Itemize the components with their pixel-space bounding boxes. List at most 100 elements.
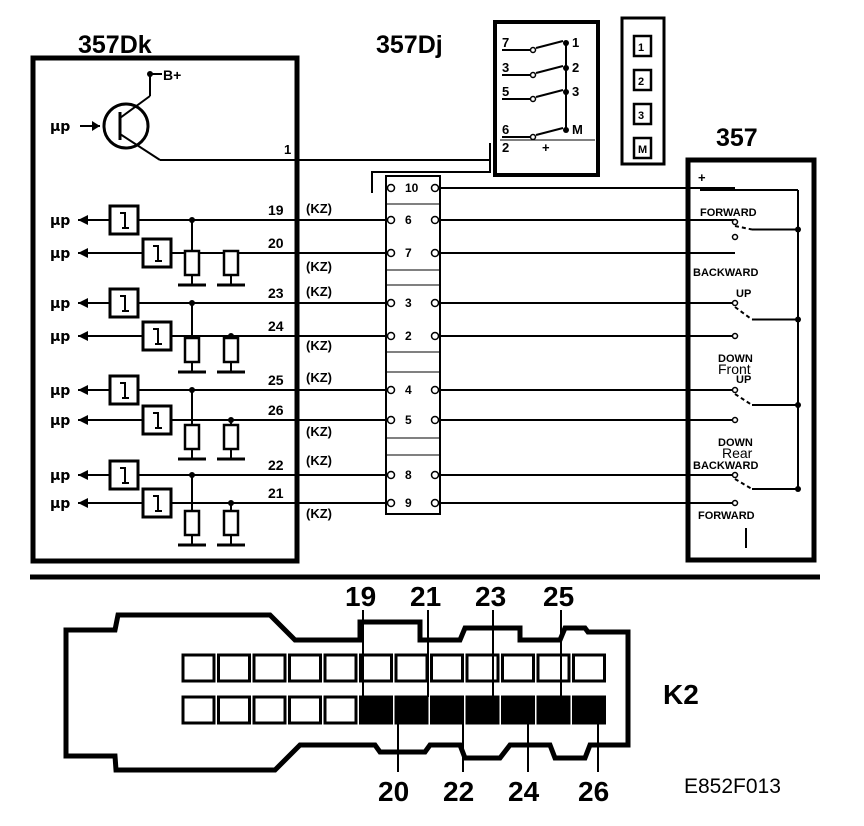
up-label: µp — [50, 296, 70, 312]
up-label: µp — [50, 246, 70, 262]
buffer-glyph — [153, 495, 162, 512]
connector-pin-right — [430, 331, 440, 341]
pin-number: 25 — [268, 372, 284, 388]
label-forward-bottom: FORWARD — [698, 510, 755, 522]
k2-cell-bottom — [217, 695, 251, 725]
row-arrow — [78, 331, 88, 341]
connector-pin-right — [430, 183, 440, 193]
switch-357-node — [795, 226, 801, 233]
connector-pin-left — [386, 298, 396, 308]
switch-contact — [529, 133, 537, 141]
pin-number: 24 — [268, 318, 284, 334]
pin-number: 23 — [268, 285, 284, 301]
k2-top-pin-number: 23 — [475, 581, 506, 612]
module-357dj-title: 357Dj — [376, 31, 443, 59]
k2-cell-active — [572, 695, 606, 725]
switch-357-blade — [734, 306, 753, 321]
module-357-plus: + — [698, 170, 706, 185]
resistor — [222, 509, 240, 537]
module-357-title: 357 — [716, 124, 758, 152]
buffer-glyph — [153, 412, 162, 429]
switch-right-label: 3 — [572, 84, 579, 99]
switch-357-contact — [731, 416, 739, 424]
resistor — [183, 423, 201, 451]
buffer-glyph — [120, 295, 129, 312]
k2-cell-top — [501, 653, 535, 683]
memory-button — [632, 102, 653, 126]
switch-left-label: 2 — [502, 140, 509, 155]
k2-bottom-pin-number: 20 — [378, 776, 409, 807]
connector-pin-left — [386, 470, 396, 480]
connector-pin-right — [430, 498, 440, 508]
k2-cell-top — [288, 653, 322, 683]
up-label: µp — [50, 383, 70, 399]
connector-block — [385, 175, 441, 515]
k2-cell-bottom — [288, 695, 322, 725]
kz-label: (KZ) — [306, 338, 332, 353]
memory-button-label: 3 — [638, 110, 644, 122]
k2-cell-active — [501, 695, 535, 725]
label-up-rear: UP — [736, 374, 751, 386]
label-forward-top: FORWARD — [700, 207, 757, 219]
seat-switch-contacts — [700, 189, 801, 507]
memory-button — [632, 136, 653, 160]
k2-bottom-pin-number: 22 — [443, 776, 474, 807]
memory-button — [632, 68, 653, 92]
switch-357-contact — [731, 218, 739, 226]
connector-k2-label: K2 — [663, 679, 699, 710]
memory-button-label: 1 — [638, 42, 644, 54]
resistor — [222, 423, 240, 451]
connector-pin-number: 6 — [405, 213, 412, 227]
kz-label: (KZ) — [306, 259, 332, 274]
connector-pin-left — [386, 248, 396, 258]
transistor-output-wire — [160, 143, 491, 161]
switch-right-label: + — [542, 140, 550, 155]
kz-label: (KZ) — [306, 424, 332, 439]
connector-k2-housing — [63, 612, 631, 773]
k2-bottom-pin-number: 26 — [578, 776, 609, 807]
k2-top-pin-number: 19 — [345, 581, 376, 612]
k2-cell-top — [181, 653, 216, 683]
kz-label: (KZ) — [306, 506, 332, 521]
connector-pin-right — [430, 385, 440, 395]
k2-cell-top — [572, 653, 606, 683]
label-backward-bottom: BACKWARD — [693, 460, 758, 472]
label-down-front: DOWN — [718, 353, 753, 365]
connector-pin-number: 5 — [405, 413, 412, 427]
resistor — [222, 249, 240, 277]
switch-blade — [535, 89, 564, 98]
k2-cell-bottom — [252, 695, 287, 725]
pin-number: 20 — [268, 235, 284, 251]
supply-label: B+ — [163, 67, 181, 83]
k2-cell-active — [465, 695, 500, 725]
switch-357-blade — [734, 225, 753, 231]
k2-cell-active — [536, 695, 571, 725]
switch-357-blade — [734, 478, 753, 490]
k2-cell-top — [217, 653, 251, 683]
switch-contact — [529, 46, 537, 54]
connector-pin-left — [386, 215, 396, 225]
resistor — [183, 249, 201, 277]
connector-pin-number: 8 — [405, 468, 412, 482]
switch-357-contact — [731, 386, 739, 394]
pin-number: 21 — [268, 485, 284, 501]
k2-cell-bottom — [181, 695, 216, 725]
module-357dk-title: 357Dk — [78, 31, 152, 59]
k2-bottom-pin-number: 24 — [508, 776, 540, 807]
transistor-up-label: µp — [50, 119, 70, 135]
kz-label: (KZ) — [306, 201, 332, 216]
connector-pin-number: 4 — [405, 383, 412, 397]
buffer-glyph — [153, 328, 162, 345]
label-front: Front — [718, 361, 751, 377]
switch-blade — [535, 127, 564, 136]
up-label: µp — [50, 468, 70, 484]
switch-357-contact — [731, 471, 739, 479]
row-arrow — [78, 415, 88, 425]
memory-buttons-panel — [620, 16, 666, 166]
connector-pin-left — [386, 183, 396, 193]
connector-pin-right — [430, 298, 440, 308]
connector-pin-right — [430, 470, 440, 480]
switch-357-contact — [731, 332, 739, 340]
